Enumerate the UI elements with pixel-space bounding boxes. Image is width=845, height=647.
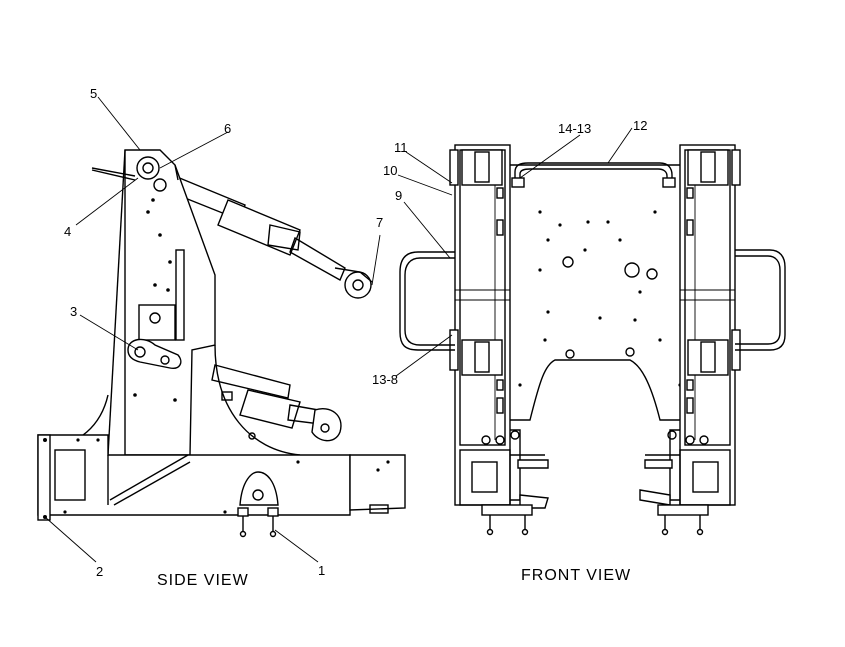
center-plate bbox=[504, 164, 686, 421]
front-view-drawing bbox=[395, 127, 786, 536]
callout-14-13: 14-13 bbox=[558, 121, 591, 136]
callout-12: 12 bbox=[633, 118, 647, 133]
callout-3: 3 bbox=[70, 304, 77, 319]
callout-4: 4 bbox=[64, 224, 71, 239]
left-side-handle bbox=[404, 257, 455, 346]
plate-holes bbox=[518, 210, 682, 387]
lower-cylinder bbox=[211, 364, 342, 442]
callout-7: 7 bbox=[376, 215, 383, 230]
callout-2: 2 bbox=[96, 564, 103, 579]
front-view-caption: FRONT VIEW bbox=[521, 567, 631, 584]
upper-cylinder bbox=[159, 171, 373, 299]
left-column bbox=[449, 144, 549, 536]
right-side-handle bbox=[735, 249, 786, 351]
callout-13-8: 13-8 bbox=[372, 372, 398, 387]
callout-6: 6 bbox=[224, 121, 231, 136]
side-view-caption: SIDE VIEW bbox=[157, 572, 249, 589]
callout-10: 10 bbox=[383, 163, 397, 178]
callout-11: 11 bbox=[394, 140, 408, 155]
callout-9: 9 bbox=[395, 188, 402, 203]
callout-labels: 5 6 4 7 3 2 1 11 10 9 14-13 12 13-8 bbox=[64, 86, 647, 579]
side-leaders bbox=[44, 96, 381, 563]
top-handle bbox=[514, 162, 673, 185]
side-view-drawing bbox=[37, 96, 406, 563]
base-frame bbox=[37, 434, 406, 538]
callout-1: 1 bbox=[318, 563, 325, 578]
callout-5: 5 bbox=[90, 86, 97, 101]
front-leaders bbox=[395, 127, 633, 377]
